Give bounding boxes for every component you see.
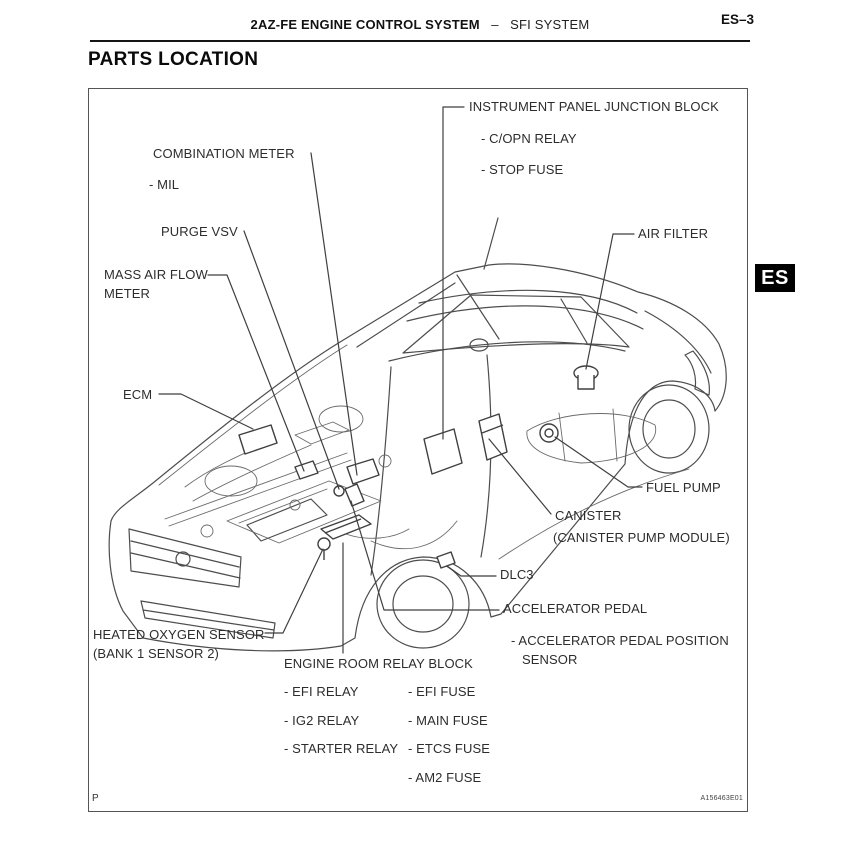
page-code: ES–3 (720, 12, 754, 27)
header-system-title: 2AZ-FE ENGINE CONTROL SYSTEM (250, 17, 480, 32)
section-tab-es: ES (755, 264, 795, 292)
callout-starter-relay: - STARTER RELAY (284, 741, 399, 756)
callout-am2-fuse: - AM2 FUSE (408, 770, 482, 785)
callout-canister-pump-module: (CANISTER PUMP MODULE) (553, 530, 730, 545)
callout-copn-relay: - C/OPN RELAY (481, 131, 577, 146)
callout-accelerator-pedal: ACCELERATOR PEDAL (503, 601, 648, 616)
callout-bank1-sensor2: (BANK 1 SENSOR 2) (93, 646, 219, 661)
page-header: 2AZ-FE ENGINE CONTROL SYSTEM – SFI SYSTE… (90, 17, 750, 32)
callout-instrument-panel-junction-block: INSTRUMENT PANEL JUNCTION BLOCK (469, 99, 719, 114)
callout-dlc3: DLC3 (500, 567, 534, 582)
callout-efi-fuse: - EFI FUSE (408, 684, 476, 699)
section-title: PARTS LOCATION (88, 49, 259, 70)
callout-combination-meter: COMBINATION METER (153, 146, 295, 161)
callout-etcs-fuse: - ETCS FUSE (408, 741, 490, 756)
vehicle-diagram (108, 106, 727, 654)
callout-main-fuse: - MAIN FUSE (408, 713, 488, 728)
callout-ig2-relay: - IG2 RELAY (284, 713, 360, 728)
parts-location-figure: INSTRUMENT PANEL JUNCTION BLOCK - C/OPN … (88, 88, 748, 812)
callout-engine-room-relay-block: ENGINE ROOM RELAY BLOCK (284, 656, 473, 671)
callout-mass-air-flow-meter: MASS AIR FLOW METER (104, 267, 208, 301)
callout-canister: CANISTER (555, 508, 622, 523)
header-divider (90, 40, 750, 42)
callout-heated-oxygen-sensor: HEATED OXYGEN SENSOR (93, 627, 265, 642)
callout-stop-fuse: - STOP FUSE (481, 162, 564, 177)
header-separator: – (491, 17, 499, 32)
callout-mil: - MIL (149, 177, 180, 192)
header-subsystem-title: SFI SYSTEM (510, 17, 590, 32)
callout-accelerator-pedal-position-sensor: - ACCELERATOR PEDAL POSITION SENSOR (511, 633, 729, 667)
callout-efi-relay: - EFI RELAY (284, 684, 359, 699)
footer-mark: P (92, 793, 99, 804)
callout-fuel-pump: FUEL PUMP (646, 480, 721, 495)
callout-air-filter: AIR FILTER (638, 226, 709, 241)
figure-code: A156463E01 (700, 795, 743, 802)
callout-ecm: ECM (123, 387, 153, 402)
callout-purge-vsv: PURGE VSV (161, 224, 238, 239)
